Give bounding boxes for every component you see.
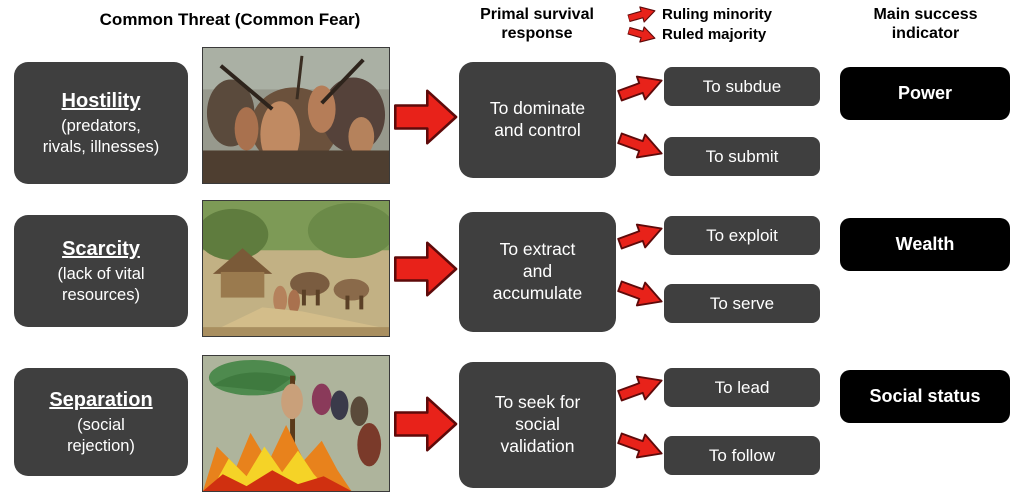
split-arrow-minority-icon [617,223,663,250]
indicator-box-social-status: Social status [840,370,1010,423]
majority-action-box: To serve [664,284,820,323]
legend-ruled-majority-label: Ruled majority [662,26,767,43]
split-arrow-minority-icon [617,375,663,402]
flow-arrow-icon [394,396,458,452]
response-box-dominate: To dominate and control [459,62,616,178]
response-box-extract: To extract and accumulate [459,212,616,332]
threat-title: Hostility [61,89,141,112]
threat-box-separation: Separation (social rejection) [14,368,188,476]
crowd-battle-painting-art [203,48,389,183]
legend-ruled-majority: Ruled majority [627,26,772,43]
threat-image-scarcity [202,200,390,337]
threat-detail: (predators, rivals, illnesses) [42,116,160,156]
split-arrow-majority-icon [617,132,663,159]
split-arrow-majority-icon [617,280,663,307]
response-box-validation: To seek for social validation [459,362,616,488]
threat-detail: (social rejection) [67,415,135,455]
threat-detail: (lack of vital resources) [57,264,145,304]
ruling-minority-arrow-icon [627,6,656,23]
indicator-box-wealth: Wealth [840,218,1010,271]
minority-action-box: To lead [664,368,820,407]
threat-title: Scarcity [62,237,140,260]
header-primal-response: Primal survival response [480,6,594,42]
header-common-threat: Common Threat (Common Fear) [99,10,361,29]
header-main-success: Main success indicator [873,6,978,42]
minority-action-box: To subdue [664,67,820,106]
minority-action-box: To exploit [664,216,820,255]
threat-image-hostility [202,47,390,184]
ruled-majority-arrow-icon [627,26,656,43]
threat-image-separation [202,355,390,492]
legend-ruling-minority: Ruling minority [627,6,772,23]
threat-title: Separation [49,388,153,411]
flow-arrow-icon [394,241,458,297]
legend: Ruling minority Ruled majority [627,6,772,43]
burning-at-stake-painting-art [203,356,389,491]
majority-action-box: To submit [664,137,820,176]
split-arrow-minority-icon [617,75,663,102]
split-arrow-majority-icon [617,432,663,459]
village-resources-painting-art [203,201,389,336]
indicator-box-power: Power [840,67,1010,120]
legend-ruling-minority-label: Ruling minority [662,6,772,23]
flow-arrow-icon [394,89,458,145]
threat-box-scarcity: Scarcity (lack of vital resources) [14,215,188,327]
threat-box-hostility: Hostility (predators, rivals, illnesses) [14,62,188,184]
majority-action-box: To follow [664,436,820,475]
